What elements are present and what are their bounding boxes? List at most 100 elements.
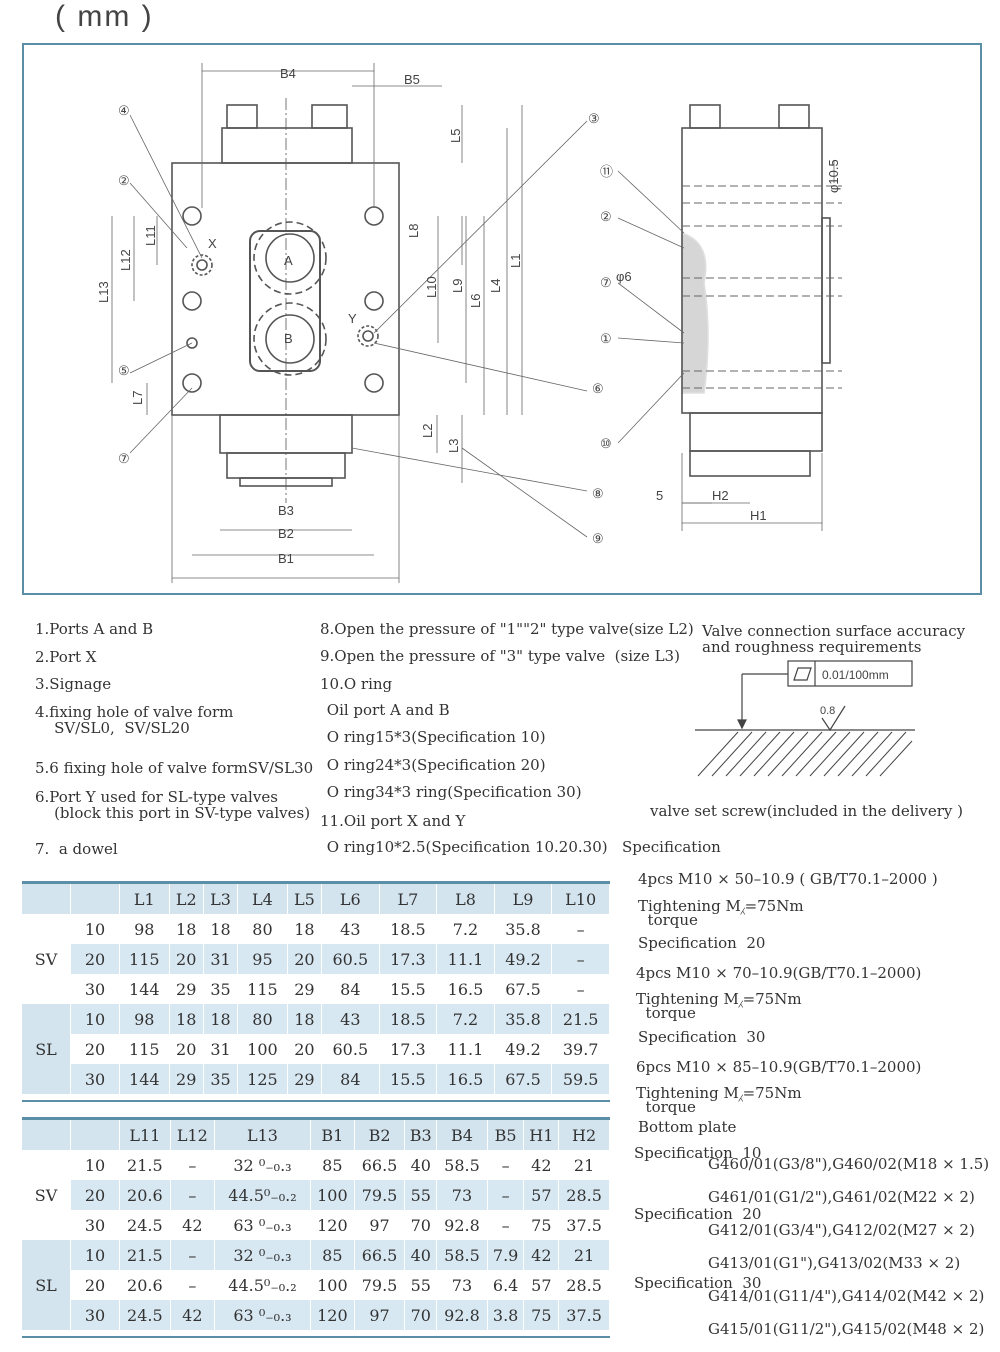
- note-5-6: 5.6 fixing hole of valve formSV/SL30: [35, 759, 314, 777]
- t1-h8: L9: [494, 884, 553, 914]
- svg-text:B1: B1: [278, 551, 294, 566]
- t1-h4: L5: [287, 884, 323, 914]
- svg-text:③: ③: [588, 111, 600, 126]
- note-4: 4.fixing hole of valve form SV/SL0, SV/S…: [35, 703, 234, 737]
- screws-spec20-label: Specification 20: [638, 934, 766, 952]
- note-3: 3.Signage: [35, 675, 112, 693]
- bottom-plate-title: Bottom plate: [638, 1118, 737, 1136]
- dimension-table-2: L11 L12 L13 B1 B2 B3 B4 B5 H1 H2 SV 10 2…: [22, 1120, 610, 1330]
- plate-spec10: Specification 10: [634, 1144, 762, 1162]
- svg-text:④: ④: [118, 103, 130, 118]
- roughness-value: 0.8: [820, 705, 835, 717]
- t2-h3: B1: [310, 1120, 355, 1150]
- t1-group-sl: SL: [22, 1004, 71, 1094]
- surface-symbol: 0.01/100mm 0.8: [695, 660, 915, 777]
- t2-group-sl: SL: [22, 1240, 71, 1330]
- svg-text:B: B: [284, 331, 293, 346]
- svg-text:L13: L13: [96, 281, 111, 303]
- svg-text:⑦: ⑦: [118, 451, 130, 466]
- svg-text:B5: B5: [404, 72, 420, 87]
- plate-30-a: G413/01(G1"),G413/02(M33 × 2): [708, 1254, 961, 1272]
- t2-h1: L12: [170, 1120, 215, 1150]
- note-6: 6.Port Y used for SL-type valves (block …: [35, 788, 311, 822]
- table1-topline: [22, 881, 610, 884]
- note-9: 9.Open the pressure of "3" type valve (s…: [320, 647, 680, 665]
- note-1: 1.Ports A and B: [35, 620, 154, 638]
- plate-30-b: G414/01(G11/4"),G414/02(M42 × 2): [708, 1287, 985, 1305]
- svg-text:H2: H2: [712, 488, 729, 503]
- t1-h5: L6: [321, 884, 380, 914]
- svg-text:L1: L1: [508, 254, 523, 268]
- surface-title: Valve connection surface accuracy and ro…: [702, 622, 966, 656]
- note-10: 10.O ring: [320, 675, 393, 693]
- svg-text:L8: L8: [406, 224, 421, 238]
- note-oring-xy: O ring10*2.5(Specification 10.20.30): [322, 838, 608, 856]
- svg-text:L7: L7: [130, 391, 145, 405]
- valve-body-front: [171, 162, 400, 416]
- note-7: 7. a dowel: [35, 840, 118, 858]
- screws-spec30: 6pcs M10 × 85–10.9(GB/T70.1–2000): [636, 1058, 922, 1076]
- svg-text:L2: L2: [420, 424, 435, 438]
- svg-text:L9: L9: [450, 279, 465, 293]
- t2-h6: B4: [436, 1120, 488, 1150]
- table1-bottomline: [22, 1100, 610, 1102]
- svg-text:A: A: [284, 253, 293, 268]
- screws-spec30-label: Specification 30: [638, 1028, 766, 1046]
- t2-h2: L13: [214, 1120, 312, 1150]
- svg-text:②: ②: [600, 209, 612, 224]
- t2-h5: B3: [404, 1120, 438, 1150]
- svg-text:B3: B3: [278, 503, 294, 518]
- t1-h6: L7: [379, 884, 438, 914]
- svg-text:B4: B4: [280, 66, 296, 81]
- screws-title: valve set screw(included in the delivery…: [650, 802, 963, 820]
- svg-text:L11: L11: [143, 225, 158, 246]
- svg-text:B2: B2: [278, 526, 294, 541]
- svg-text:②: ②: [118, 173, 130, 188]
- t2-h8: H1: [523, 1120, 560, 1150]
- unit-label: ( mm ): [55, 0, 154, 33]
- svg-text:⑧: ⑧: [592, 486, 604, 501]
- svg-text:H1: H1: [750, 508, 767, 523]
- plate-20-a: G461/01(G1/2"),G461/02(M22 × 2): [708, 1188, 975, 1206]
- svg-text:5: 5: [656, 488, 663, 503]
- note-oring-20: O ring24*3(Specification 20): [322, 756, 546, 774]
- svg-text:L12: L12: [118, 249, 133, 271]
- svg-text:Y: Y: [348, 311, 357, 326]
- screws-spec20: 4pcs M10 × 70–10.9(GB/T70.1–2000): [636, 964, 922, 982]
- svg-text:①: ①: [600, 331, 612, 346]
- t1-h0: L1: [119, 884, 170, 914]
- screws-spec10: 4pcs M10 × 50–10.9 ( GB/T70.1–2000 ): [638, 870, 938, 888]
- t1-h2: L3: [203, 884, 239, 914]
- svg-text:⑨: ⑨: [592, 531, 604, 546]
- svg-text:⑪: ⑪: [600, 164, 613, 179]
- t2-h4: B2: [354, 1120, 406, 1150]
- svg-text:L4: L4: [488, 279, 503, 293]
- note-2: 2.Port X: [35, 648, 97, 666]
- screws-spec: Specification: [622, 838, 721, 856]
- svg-text:L6: L6: [468, 294, 483, 308]
- svg-text:⑦: ⑦: [600, 275, 612, 290]
- note-oring-30: O ring34*3 ring(Specification 30): [322, 783, 582, 801]
- t1-h9: L10: [551, 884, 610, 914]
- svg-text:⑤: ⑤: [118, 363, 130, 378]
- valve-drawing: B4 B5 L5 L8 L10 L9 L6 L4 L1 L13 L12 L11 …: [96, 63, 842, 583]
- note-oil-port-ab: Oil port A and B: [322, 701, 450, 719]
- table2-bottomline: [22, 1336, 610, 1338]
- svg-text:φ6: φ6: [616, 269, 632, 284]
- note-8: 8.Open the pressure of "1""2" type valve…: [320, 620, 694, 638]
- svg-text:L3: L3: [446, 439, 461, 453]
- note-11: 11.Oil port X and Y: [320, 812, 466, 830]
- drawing-frame: [22, 43, 982, 595]
- svg-text:⑩: ⑩: [600, 436, 612, 451]
- svg-text:φ10.5: φ10.5: [826, 159, 841, 193]
